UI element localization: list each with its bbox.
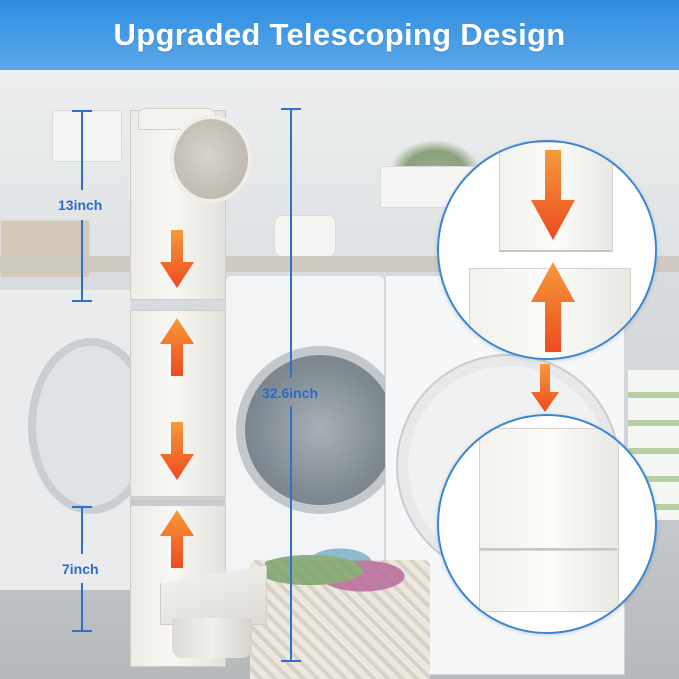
dimension-line-total-upper bbox=[290, 108, 292, 378]
upper-joint-zoom-callout bbox=[437, 140, 657, 360]
dimension-label-13inch: 13inch bbox=[58, 197, 103, 213]
duct-round-outlet bbox=[172, 618, 252, 658]
dimension-label-7inch: 7inch bbox=[62, 561, 99, 577]
background-jar bbox=[274, 215, 336, 257]
arrow-down-icon bbox=[160, 422, 194, 480]
arrow-up-icon bbox=[160, 510, 194, 568]
arrow-down-icon bbox=[160, 230, 194, 288]
dimension-line-7inch-lower bbox=[81, 583, 83, 631]
callout-joined-seam bbox=[479, 548, 617, 550]
arrow-up-icon bbox=[531, 262, 575, 352]
background-laundry bbox=[265, 540, 415, 600]
dimension-total-bottom-cap bbox=[281, 660, 301, 662]
callout-joint-seam bbox=[499, 250, 611, 252]
dimension-line-7inch-upper bbox=[81, 506, 83, 554]
lower-joint-zoom-callout bbox=[437, 414, 657, 634]
arrow-up-icon bbox=[160, 318, 194, 376]
dimension-label-total: 32.6inch bbox=[262, 385, 319, 401]
dimension-line-13inch-lower bbox=[81, 220, 83, 300]
arrow-down-icon bbox=[531, 150, 575, 240]
dimension-line-total-lower bbox=[290, 406, 292, 660]
background-shelf-box bbox=[52, 110, 122, 162]
duct-round-inlet bbox=[170, 115, 252, 203]
callout-joined-upper-block bbox=[479, 428, 619, 550]
background-washer-door bbox=[236, 346, 404, 514]
dimension-mid-cap bbox=[72, 300, 92, 302]
dimension-bottom-cap bbox=[72, 630, 92, 632]
header-banner: Upgraded Telescoping Design bbox=[0, 0, 679, 70]
banner-title: Upgraded Telescoping Design bbox=[113, 17, 566, 52]
arrow-down-icon bbox=[531, 364, 559, 412]
dimension-line-13inch-upper bbox=[81, 110, 83, 190]
callout-joined-lower-block bbox=[479, 550, 619, 612]
